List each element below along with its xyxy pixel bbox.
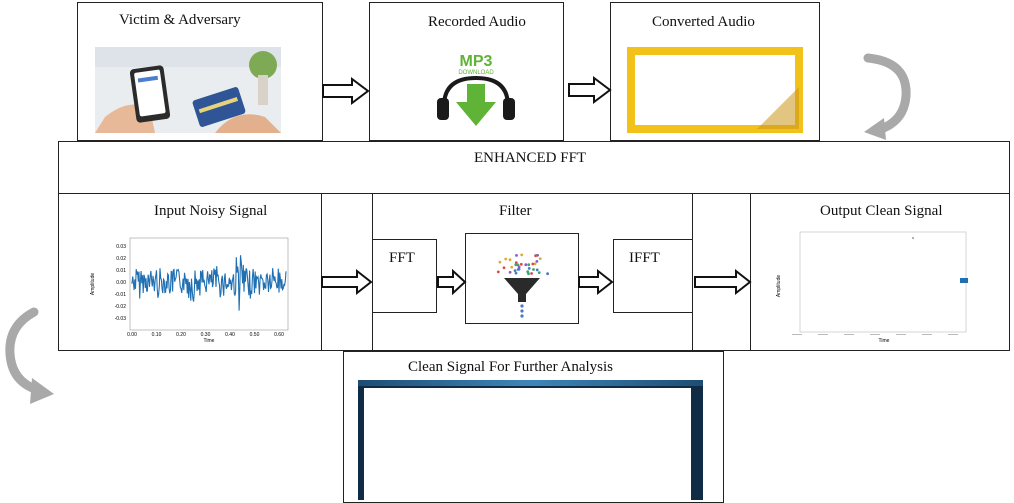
victim-adversary-title: Victim & Adversary [119, 12, 241, 28]
clean-xlabel: Time [879, 338, 890, 344]
noisy-ytick-label: -0.01 [115, 292, 127, 298]
filter-block [465, 233, 579, 324]
noisy-xtick-label: 0.50 [250, 332, 260, 338]
noisy-ytick-label: 0.02 [116, 256, 126, 262]
noisy-waveform [131, 255, 287, 311]
noisy-ytick-label: -0.03 [115, 316, 127, 322]
recorded-audio-box: Recorded Audio MP3 DOWNLOAD [369, 2, 564, 141]
arrow-right-3 [321, 268, 373, 296]
clean-ylabel: Amplitude [776, 275, 782, 297]
analysis-screen-image [358, 380, 703, 500]
noisy-xtick-label: 0.10 [152, 332, 162, 338]
enhanced-fft-divider [58, 193, 1010, 194]
enhanced-fft-title: ENHANCED FFT [474, 150, 587, 166]
clean-signal-analysis-title: Clean Signal For Further Analysis [408, 359, 613, 375]
mp3-download-icon: MP3 DOWNLOAD [437, 53, 515, 126]
ifft-block: IFFT [613, 239, 693, 313]
noisy-xtick-label: 0.60 [274, 332, 284, 338]
clean-signal-analysis-box: Clean Signal For Further Analysis [343, 351, 724, 503]
divider-output [750, 193, 751, 351]
curved-arrow-left-icon [5, 307, 54, 404]
arrow-right-1 [322, 77, 370, 105]
noisy-ytick-label: 0.01 [116, 268, 126, 274]
noisy-yticks: 0.03 0.02 0.01 0.00 -0.01 -0.02 -0.03 [115, 244, 127, 322]
noisy-ylabel: Amplitude [90, 273, 96, 295]
converted-audio-frame [627, 47, 803, 133]
arrow-right-6 [694, 268, 752, 296]
noisy-signal-plot: 0.03 0.02 0.01 0.00 -0.01 -0.02 -0.03 0.00 0.10… [90, 237, 289, 344]
arrow-right-2 [568, 76, 612, 104]
mp3-text: MP3 [460, 53, 493, 70]
noisy-ytick-label: 0.00 [116, 280, 126, 286]
curved-arrow-down-icon [863, 53, 911, 140]
noisy-xtick-label: 0.30 [201, 332, 211, 338]
arrow-right-4 [437, 268, 467, 296]
output-clean-signal-title: Output Clean Signal [820, 203, 943, 219]
victim-adversary-photo [95, 47, 281, 133]
clean-signal-plot: Amplitude Time [776, 231, 968, 344]
input-noisy-signal-title: Input Noisy Signal [154, 203, 268, 219]
noisy-xtick-label: 0.00 [127, 332, 137, 338]
mp3-subtext: DOWNLOAD [458, 70, 494, 76]
filter-title: Filter [499, 203, 532, 219]
noisy-ytick-label: -0.02 [115, 304, 127, 310]
noisy-xlabel: Time [204, 338, 215, 344]
noisy-xticks: 0.00 0.10 0.20 0.30 0.40 0.50 0.60 [127, 332, 284, 338]
converted-audio-title: Converted Audio [652, 14, 755, 30]
funnel-icon [496, 253, 549, 318]
noisy-xtick-label: 0.20 [176, 332, 186, 338]
arrow-right-5 [578, 268, 614, 296]
recorded-audio-title: Recorded Audio [428, 14, 526, 30]
converted-audio-box: Converted Audio [610, 2, 820, 141]
noisy-xtick-label: 0.40 [225, 332, 235, 338]
victim-adversary-box: Victim & Adversary [77, 2, 323, 141]
fft-label: FFT [389, 250, 415, 266]
fft-block: FFT [372, 239, 437, 313]
noisy-ytick-label: 0.03 [116, 244, 126, 250]
divider-input [321, 193, 322, 351]
ifft-label: IFFT [629, 250, 660, 266]
